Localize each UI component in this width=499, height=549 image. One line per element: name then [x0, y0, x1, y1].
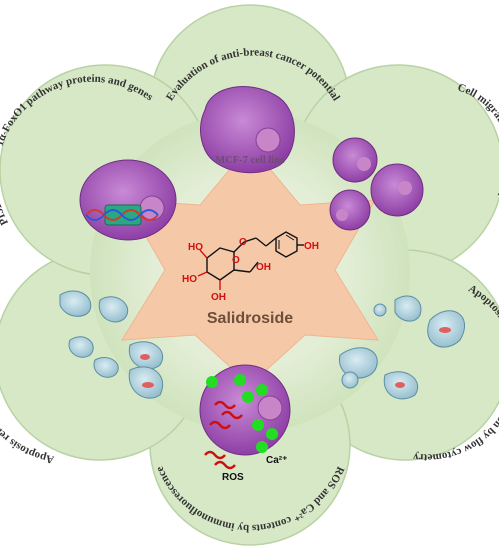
calcium-dots [206, 374, 278, 453]
molecule-o-label-2: O [232, 255, 240, 266]
nucleus [255, 127, 281, 153]
ros-label: ROS [222, 472, 244, 483]
ros-cell [199, 364, 291, 470]
ros-icon [204, 400, 243, 470]
mcf7-cell [200, 86, 295, 174]
nucleus [257, 395, 283, 421]
nucleus [139, 195, 165, 221]
center-label: Salidroside [207, 310, 293, 327]
molecule-oh-label-3: OH [304, 241, 319, 252]
apoptotic-fragments-left [140, 354, 154, 388]
cell-line-label: MCF-7 cell line [215, 155, 285, 166]
salidroside-structure [197, 231, 304, 290]
calcium-label: Ca²⁺ [266, 455, 287, 466]
molecule-ho-label-1: HO [188, 242, 203, 253]
apoptotic-fragments-right [395, 327, 451, 388]
molecule-o-label-1: O [239, 237, 247, 248]
migration-cells [329, 137, 424, 231]
molecule-ho-label-2: HO [182, 274, 197, 285]
molecule-oh-label-2: OH [256, 262, 271, 273]
molecule-oh-label-1: OH [211, 292, 226, 303]
pathway-cell [79, 159, 177, 241]
